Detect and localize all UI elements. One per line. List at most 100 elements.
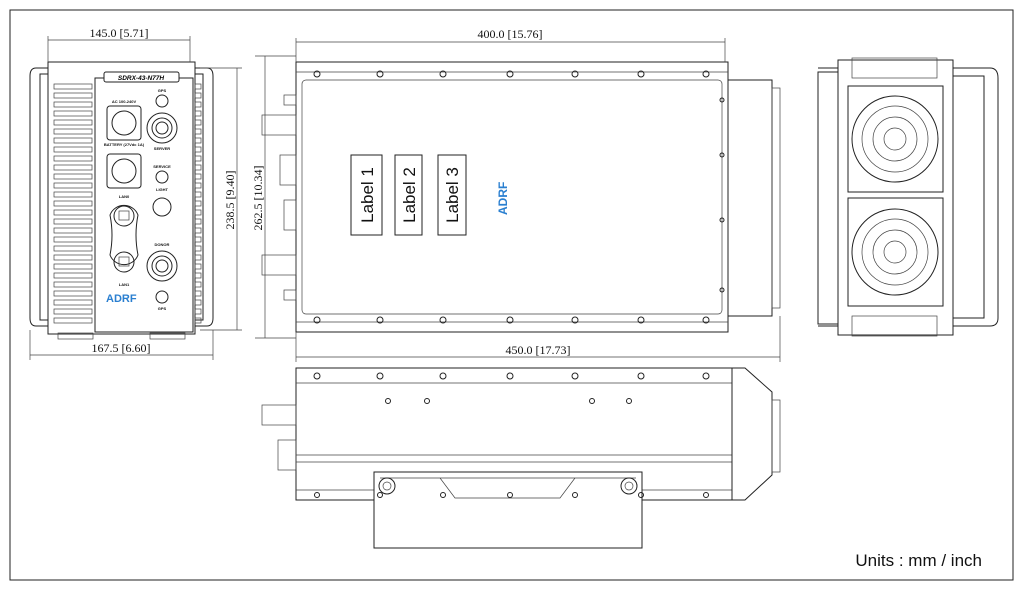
heatsink-fin: [53, 137, 93, 144]
heatsink-fin: [53, 110, 93, 117]
light-label: LIGHT: [156, 187, 169, 192]
heatsink-fin: [53, 236, 93, 243]
heatsink-fin: [194, 299, 202, 306]
heatsink-fin: [53, 272, 93, 279]
screw: [637, 70, 645, 78]
heatsink-fin: [53, 182, 93, 189]
screw: [439, 372, 447, 380]
heatsink-fin: [194, 101, 202, 108]
screw: [589, 398, 595, 404]
heatsink-fin: [53, 254, 93, 261]
dim-front-height: 238.5 [9.40]: [223, 171, 237, 230]
heatsink-fin: [194, 263, 202, 270]
screw: [313, 372, 321, 380]
side-fan-housing: [731, 367, 773, 501]
screw: [439, 70, 447, 78]
screw: [571, 316, 579, 324]
top-logo: ADRF: [496, 182, 510, 215]
heatsink-fin: [53, 299, 93, 306]
dim-front-width: 145.0 [5.71]: [90, 26, 149, 40]
server-port-label: SERVER: [154, 146, 170, 151]
heatsink-fin: [53, 317, 93, 324]
lan0-label: LAN0: [119, 194, 130, 199]
svg-text:GPS: GPS: [158, 306, 167, 311]
heatsink-fin: [194, 281, 202, 288]
heatsink-fin: [194, 317, 202, 324]
service-port-label: SERVICE: [153, 164, 171, 169]
heatsink-fin: [194, 308, 202, 315]
screw: [702, 70, 710, 78]
heatsink-fin: [194, 182, 202, 189]
heatsink-fin: [53, 146, 93, 153]
svg-text:GPS: GPS: [158, 88, 167, 93]
label-1: Label 1: [350, 154, 383, 236]
heatsink-fin: [53, 164, 93, 171]
screw: [313, 70, 321, 78]
heatsink-fin: [194, 272, 202, 279]
svg-text:Label 3: Label 3: [443, 167, 462, 223]
heatsink-fin: [53, 281, 93, 288]
rear-view: [817, 57, 999, 337]
heatsink-fin: [194, 245, 202, 252]
screw: [376, 70, 384, 78]
screw: [702, 372, 710, 380]
svg-text:Label 1: Label 1: [358, 167, 377, 223]
screw: [719, 97, 725, 103]
heatsink-fin: [53, 218, 93, 225]
rear-handle: [818, 67, 999, 327]
right-handle: [195, 67, 214, 327]
screw: [572, 492, 578, 498]
heatsink-fin: [194, 128, 202, 135]
heatsink-fin: [53, 308, 93, 315]
screw: [637, 316, 645, 324]
heatsink-fin: [53, 83, 93, 90]
heatsink-fin: [53, 200, 93, 207]
heatsink-fin: [53, 101, 93, 108]
heatsink-fin: [53, 128, 93, 135]
top-view: Label 1 Label 2 Label 3 ADRF: [261, 61, 781, 333]
screw: [637, 372, 645, 380]
heatsink-fin: [194, 191, 202, 198]
battery-port-label: BATTERY (27Vdc 1A): [104, 142, 145, 147]
heatsink-fin: [194, 92, 202, 99]
fan-bottom: [847, 197, 944, 307]
dim-overall-height: 262.5 [10.34]: [251, 166, 265, 231]
heatsink-fin: [194, 173, 202, 180]
donor-connector: [146, 250, 178, 282]
screw: [626, 398, 632, 404]
lan1-label: LAN1: [119, 282, 130, 287]
heatsink-fin: [53, 290, 93, 297]
screw: [702, 316, 710, 324]
mounting-bracket: [373, 471, 643, 549]
heatsink-fin: [194, 164, 202, 171]
heatsink-fin: [53, 227, 93, 234]
svg-text:Label 2: Label 2: [400, 167, 419, 223]
screw: [377, 492, 383, 498]
server-connector: [146, 112, 178, 144]
heatsink-fin: [194, 83, 202, 90]
heatsink-fin: [53, 92, 93, 99]
screw: [506, 372, 514, 380]
side-view: [261, 367, 781, 549]
heatsink-fin: [53, 245, 93, 252]
ac-port-label: AC 100-240V: [112, 99, 137, 104]
heatsink-fin: [53, 119, 93, 126]
label-2: Label 2: [394, 154, 423, 236]
left-handle: [29, 67, 48, 327]
model-plate: [103, 71, 180, 83]
front-dimensions: 145.0 [5.71] 167.5 [6.60] 238.5 [9.40] 2…: [29, 26, 296, 360]
front-view: SDRX-43-N77H AC 100-240V BATTERY (27Vdc …: [29, 61, 214, 340]
screw: [424, 398, 430, 404]
screw: [376, 316, 384, 324]
heatsink-fin: [194, 110, 202, 117]
screw: [703, 492, 709, 498]
label-3: Label 3: [437, 154, 467, 236]
screw: [440, 492, 446, 498]
heatsink-fin: [194, 218, 202, 225]
rear-fan-housing: [727, 79, 773, 317]
screw: [507, 492, 513, 498]
heatsink-fin: [194, 236, 202, 243]
screw: [719, 152, 725, 158]
donor-port-label: DONOR: [155, 242, 170, 247]
